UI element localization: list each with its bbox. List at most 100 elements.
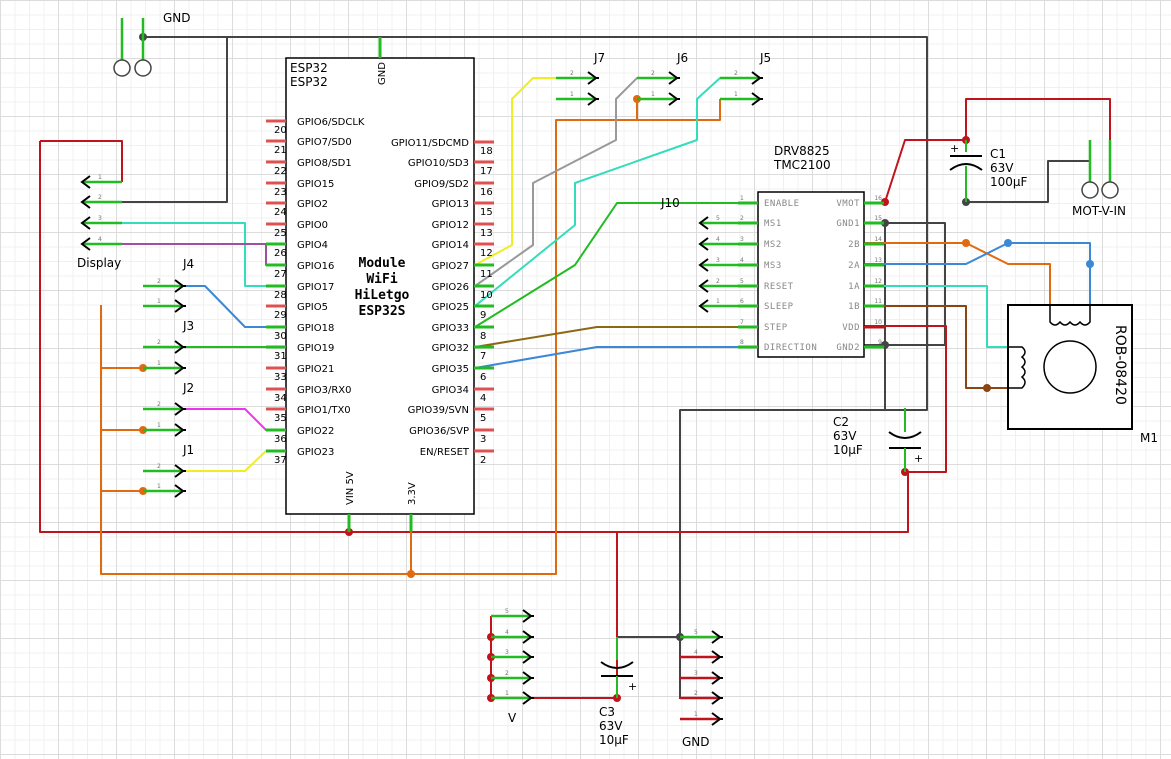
svg-text:4: 4 (505, 629, 509, 636)
gnd-top-label: GND (163, 11, 191, 25)
esp32-pin-number: 16 (480, 187, 493, 198)
svg-text:3: 3 (98, 215, 102, 222)
svg-text:2: 2 (157, 401, 161, 408)
esp32-pin-name: GPIO5 (297, 302, 328, 313)
junction-dot (962, 239, 970, 247)
capacitor-c1: + C1 63V 100µF (949, 140, 1028, 202)
connector-pin: 1 (637, 91, 680, 106)
svg-text:1: 1 (505, 690, 509, 697)
driver-pin-name: MS3 (764, 261, 782, 271)
esp32-pin-name: GPIO22 (297, 426, 334, 437)
junction-dot (983, 384, 991, 392)
connector-pin: 2 (698, 278, 740, 293)
esp32-pin-name: GPIO7/SD0 (297, 137, 352, 148)
connector-pin: 2 (491, 670, 534, 685)
terminal-ring (1101, 181, 1119, 199)
driver-pin-name: GND1 (836, 219, 860, 229)
esp32-center-text: Module WiFi HiLetgo ESP32S (355, 256, 410, 319)
driver-body (757, 191, 865, 358)
m1-label: M1 (1140, 431, 1158, 445)
esp32-pin-number: 31 (274, 351, 287, 362)
esp32-pin-number: 21 (274, 145, 287, 156)
esp32-pin-name: GPIO23 (297, 447, 334, 458)
esp32-body (285, 57, 475, 515)
driver-pin-number: 15 (874, 215, 882, 222)
svg-text:2: 2 (157, 278, 161, 285)
esp32-pin-number: 37 (274, 455, 287, 466)
svg-text:2: 2 (716, 278, 720, 285)
c2-label: C2 (833, 415, 849, 429)
wire-3v3-motor (864, 242, 1051, 305)
driver-pin-number: 10 (874, 319, 882, 326)
svg-text:5: 5 (694, 629, 698, 636)
connector-pin: 2 (680, 690, 723, 705)
connector-pin: 5 (491, 608, 534, 623)
esp32-pin-name: GPIO14 (432, 240, 469, 251)
esp32-pin-number: 35 (274, 413, 287, 424)
esp32-pin-number: 23 (274, 187, 287, 198)
c3-value: 10µF (599, 733, 629, 747)
esp32-pin-number: 11 (480, 269, 493, 280)
esp32-pin-number: 7 (480, 351, 486, 362)
esp32-pin-name: GPIO21 (297, 364, 334, 375)
esp32-pin-name: GPIO35 (432, 364, 469, 375)
esp32-pin-number: 24 (274, 207, 287, 218)
esp32-pin-number: 6 (480, 372, 486, 383)
gnd-terminal-top: GND (113, 11, 191, 77)
esp32-pin-name: GPIO3/RX0 (297, 385, 352, 396)
driver-pin-number: 11 (874, 298, 882, 305)
esp32-pin-number: 4 (480, 393, 486, 404)
esp32-pin-number: 3 (480, 434, 486, 445)
esp32-pin-name: GPIO4 (297, 240, 328, 251)
driver-pin-number: 3 (740, 236, 744, 243)
connector-pin: 3 (80, 215, 122, 230)
mot-v-in-label: MOT-V-IN (1072, 204, 1126, 218)
connector-pin: 2 (637, 70, 680, 85)
wire-power-main (39, 141, 909, 533)
c1-voltage: 63V (990, 161, 1014, 175)
j5-label: J5 (759, 51, 771, 65)
svg-text:2: 2 (157, 463, 161, 470)
j1-label: J1 (182, 443, 194, 457)
driver-pin-name: MS2 (764, 240, 782, 250)
driver-pin-number: 12 (874, 278, 882, 285)
wires (39, 36, 1111, 699)
wire-display-gpio17 (122, 222, 286, 287)
wire-gpio32-step (474, 326, 760, 348)
esp32-pin-name: GPIO12 (432, 220, 469, 231)
wire-j2-gpio22 (143, 408, 286, 431)
esp32-pin-number: 10 (480, 290, 493, 301)
driver-pin-number: 14 (874, 236, 882, 243)
esp32-pin-number: 28 (274, 290, 287, 301)
esp32-pin-name: GPIO0 (297, 220, 328, 231)
wire-gpio35-dir (474, 346, 760, 369)
esp32-pin-name: GPIO10/SD3 (408, 158, 469, 169)
connector-pin: 1 (698, 298, 740, 313)
driver-pin-number: 8 (740, 339, 744, 346)
driver-pin-number: 1 (740, 195, 744, 202)
connector-pin: 1 (556, 91, 599, 106)
svg-text:1: 1 (98, 174, 102, 181)
c2-voltage: 63V (833, 429, 857, 443)
esp32-pin-name: GPIO27 (432, 261, 469, 272)
esp32-pin-number: 5 (480, 413, 486, 424)
svg-text:2: 2 (98, 194, 102, 201)
svg-text:1: 1 (570, 91, 574, 98)
c2-value: 10µF (833, 443, 863, 457)
esp32-pin-number: 20 (274, 125, 287, 136)
wire-gpio26-j6 (474, 77, 657, 287)
esp32-center-line: Module (359, 256, 406, 271)
terminal-ring (1081, 181, 1099, 199)
esp32-pin-name: GPIO33 (432, 323, 469, 334)
esp32-pin-number: 9 (480, 310, 486, 321)
junction-dot (407, 570, 415, 578)
connector-pin: 1 (143, 298, 186, 313)
wire-gnd-drv1 (864, 222, 946, 346)
esp32-pin-number: 18 (480, 146, 493, 157)
connector-pin: 3 (680, 670, 723, 685)
capacitor-c2: + C2 63V 10µF (833, 408, 923, 472)
wire-2a-motor (864, 242, 1091, 305)
c1-label: C1 (990, 147, 1006, 161)
esp32-pin-name: GPIO11/SDCMD (391, 138, 469, 149)
